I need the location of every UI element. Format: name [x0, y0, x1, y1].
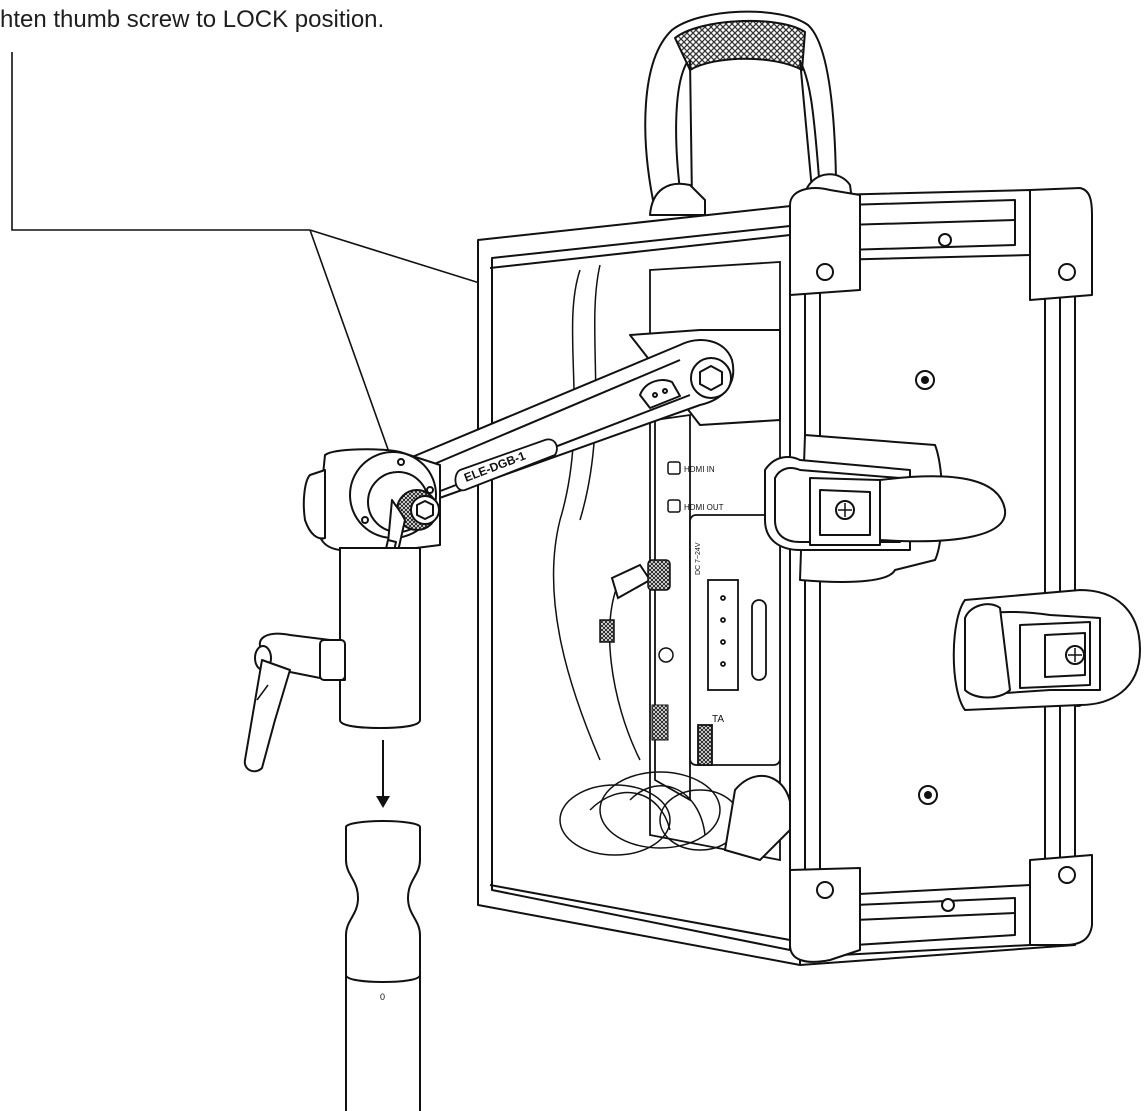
- tally-label: TA: [712, 714, 724, 725]
- stand-pole: 0: [345, 820, 421, 1111]
- down-arrow-icon: [376, 740, 390, 808]
- receiver-tube: [339, 547, 421, 730]
- side-thumb-screw: [647, 559, 671, 591]
- hdmi-out-port: [667, 499, 681, 513]
- pole-mark: 0: [380, 992, 385, 1002]
- lock-latch-icon: [764, 434, 1141, 711]
- instruction-caption: hten thumb screw to LOCK position.: [0, 6, 385, 33]
- thumb-screw-icon: [302, 448, 441, 579]
- hdmi-in-port: [667, 461, 681, 475]
- cable-coil: [552, 264, 793, 862]
- hdmi-out-label: HDMI OUT: [684, 503, 724, 512]
- dc-in-label: DC 7~24V: [695, 542, 702, 575]
- port-panel: HDMI IN HDMI OUT DC 7~24V TA: [651, 461, 724, 741]
- hdmi-in-label: HDMI IN: [684, 465, 715, 474]
- carry-handle: [644, 10, 853, 216]
- locking-lever: [243, 632, 346, 773]
